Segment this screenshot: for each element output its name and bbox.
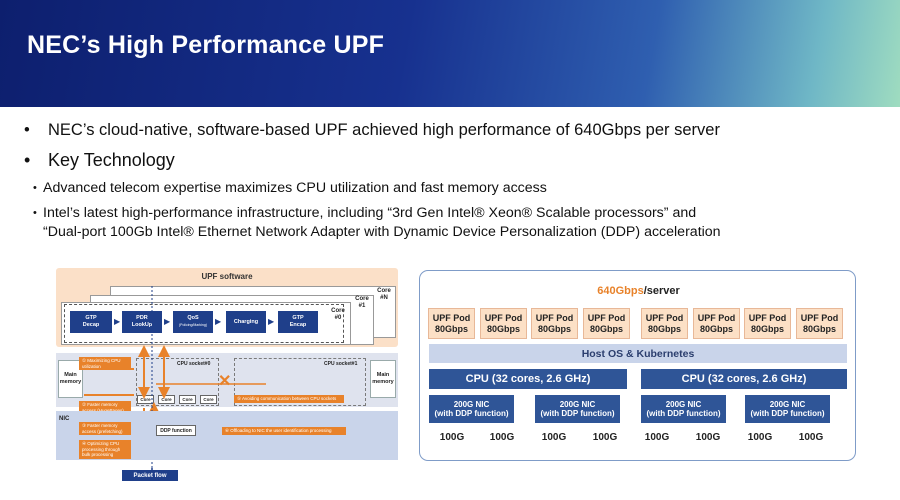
arrow-right-icon: ▶ [268,317,275,326]
qos-sub-label: (Policing/Marking) [178,323,207,327]
nic-label: NIC [59,416,70,422]
upf-pod: UPF Pod 80Gbps [428,308,475,339]
upf-pod: UPF Pod 80Gbps [583,308,630,339]
flow-arrows [84,286,266,480]
bullet-text: Intel’s latest high-performance infrastr… [43,205,697,221]
gtp-decap-block: GTP Decap [70,311,112,333]
upf-pod: UPF Pod 80Gbps [641,308,688,339]
server-architecture-diagram: 640Gbps/server UPF Pod 80Gbps UPF Pod 80… [419,270,856,461]
slide-title: NEC’s High Performance UPF [27,31,385,59]
port-label: 100G [489,432,515,443]
pipeline-frame [64,304,344,343]
core-label-0: Core #0 [331,308,345,321]
bullet-text: Advanced telecom expertise maximizes CPU… [43,180,547,196]
bullet-dot-icon: • [33,182,37,194]
throughput-value: 640Gbps [597,285,644,297]
host-os-bar: Host OS & Kubernetes [429,344,847,363]
port-label: 100G [695,432,721,443]
upf-pod: UPF Pod 80Gbps [796,308,843,339]
bullet-text: “Dual-port 100Gb Intel® Ethernet Network… [43,224,721,240]
cpu-socket-0 [136,358,219,406]
cpu-socket-1-label: CPU socket#1 [324,361,358,367]
arrow-right-icon: ▶ [215,317,222,326]
optimization-3-box: ③ Faster memory access (prefetching) [79,422,131,435]
optimization-5-box: ⑤ Avoiding communication between CPU soc… [234,395,344,403]
core-chip: Core [200,395,217,404]
cross-icon: ✕ [218,373,232,390]
arrow-right-icon: ▶ [164,317,171,326]
port-label: 100G [798,432,824,443]
nic-card: 200G NIC (with DDP function) [535,395,620,423]
port-label: 100G [747,432,773,443]
optimization-6-box: ⑥ Offloading to NIC the user identificat… [222,427,346,435]
optimization-1-box: ① Maximizing CPU utilization [79,357,131,370]
upf-pod: UPF Pod 80Gbps [480,308,527,339]
nic-card: 200G NIC (with DDP function) [429,395,514,423]
upf-pod: UPF Pod 80Gbps [693,308,740,339]
cpu-socket-1 [234,358,366,406]
bullet-text: NEC’s cloud-native, software-based UPF a… [48,121,720,139]
packet-flow-label: Packet flow [122,470,178,481]
bullet-dot-icon: • [24,121,30,139]
throughput-title: 640Gbps/server [420,285,857,297]
throughput-unit: /server [643,285,680,297]
upf-pod: UPF Pod 80Gbps [531,308,578,339]
cpu-bar-1: CPU (32 cores, 2.6 GHz) [641,369,847,389]
main-memory-left: Main memory [58,360,83,398]
bullet-text: Key Technology [48,150,175,170]
cpu-bar-0: CPU (32 cores, 2.6 GHz) [429,369,627,389]
core-chip: Core [179,395,196,404]
charging-block: Charging [226,311,266,333]
qos-label: QoS [187,315,199,321]
title-banner: NEC’s High Performance UPF [0,0,900,107]
qos-block: QoS (Policing/Marking) [173,311,213,333]
optimization-4-box: ④ Optimizing CPU processing through bulk… [79,440,131,459]
cpu-socket-0-label: CPU socket#0 [177,361,211,367]
upf-architecture-diagram: UPF software Core #N Core #1 Core #0 GTP… [56,268,398,482]
bullet-dot-icon: • [24,150,31,170]
arrow-right-icon: ▶ [114,317,121,326]
bullet-dot-icon: • [33,207,37,219]
gtp-encap-block: GTP Encap [278,311,318,333]
port-label: 100G [644,432,670,443]
nic-card: 200G NIC (with DDP function) [745,395,830,423]
main-memory-right: Main memory [370,360,396,398]
port-label: 100G [592,432,618,443]
core-label-n: Core #N [377,288,391,301]
port-label: 100G [439,432,465,443]
nic-card: 200G NIC (with DDP function) [641,395,726,423]
upf-software-title: UPF software [201,272,253,281]
upf-pod: UPF Pod 80Gbps [744,308,791,339]
port-label: 100G [541,432,567,443]
core-label-1: Core #1 [355,296,369,309]
ddp-function-box: DDP function [156,425,196,436]
optimization-2-box: ② Faster memory access (HugePages) [79,401,131,414]
